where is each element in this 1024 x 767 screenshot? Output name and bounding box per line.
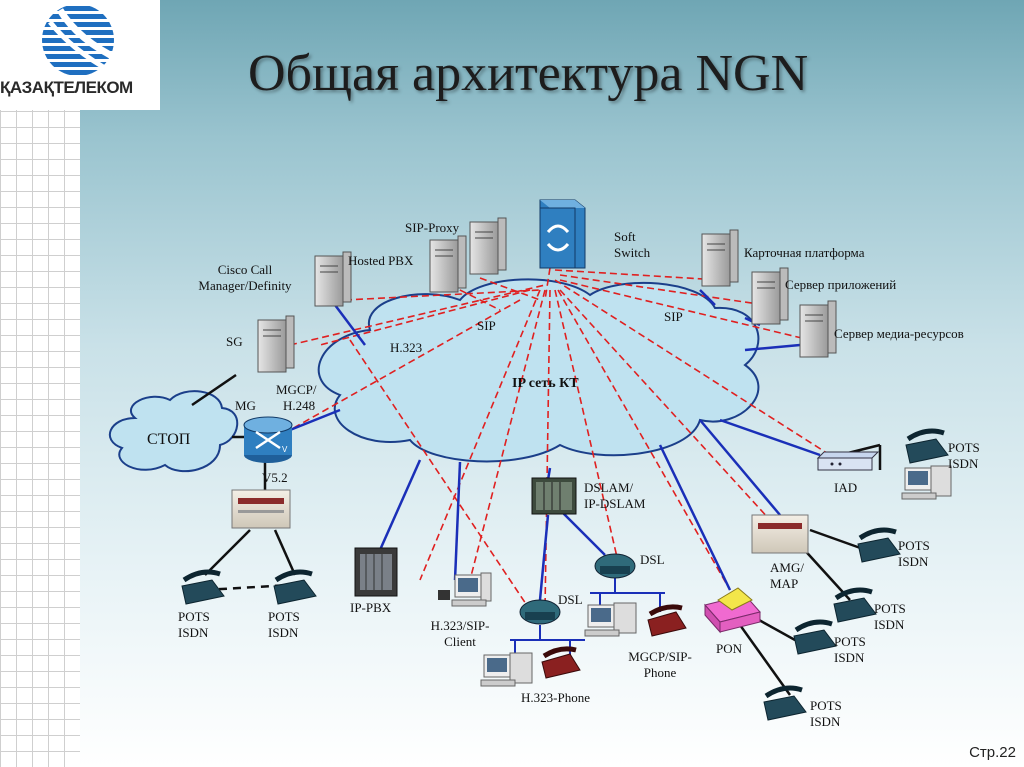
pots-isdn-e-1: POTS (810, 698, 842, 713)
dslam-label-2: IP-DSLAM (584, 496, 646, 511)
computer-icon (480, 652, 533, 687)
stop-label: СТОП (147, 431, 191, 448)
h323-phone-label: H.323-Phone (521, 690, 590, 705)
dsl-label-2: DSL (558, 592, 583, 607)
modem-icon (594, 553, 636, 579)
phone-icon (793, 619, 837, 655)
router-icon: V (243, 416, 293, 463)
phone-icon (833, 587, 877, 623)
ip-pbx-label: IP-PBX (350, 600, 392, 615)
sip-label-right: SIP (664, 309, 683, 324)
mgcp-label-1: MGCP/ (276, 382, 317, 397)
soft-switch-label-2: Switch (614, 245, 651, 260)
pots-isdn-b-2: ISDN (898, 554, 929, 569)
sg-label: SG (226, 334, 243, 349)
mgcp-phone-label-2: Phone (643, 665, 677, 680)
server-icon (469, 217, 507, 275)
page-number: Стр.22 (969, 744, 1016, 761)
mg-label: MG (235, 398, 256, 413)
sip-label-left: SIP (477, 318, 496, 333)
h323-client-label-1: H.323/SIP- (430, 618, 490, 633)
amg-label-2: MAP (770, 576, 799, 591)
computer-icon (438, 572, 492, 607)
pots-isdn-b-1: POTS (898, 538, 930, 553)
logo-text: ҚАЗАҚТЕЛЕКОМ (0, 78, 133, 97)
logo: ҚАЗАҚТЕЛЕКОМ (0, 0, 160, 110)
signaling-lines (289, 267, 831, 611)
card-platform-label: Карточная платформа (744, 245, 865, 260)
h323-client-label-2: Client (444, 634, 476, 649)
phone-icon (647, 604, 687, 637)
pots-isdn-c-2: ISDN (874, 617, 905, 632)
server-icon (429, 235, 467, 293)
pbx-icon (354, 547, 398, 597)
phone-icon (541, 646, 581, 679)
computer-icon (584, 602, 637, 637)
pots-isdn-a-2: ISDN (948, 456, 979, 471)
access-links (289, 289, 821, 601)
media-server-label: Сервер медиа-ресурсов (834, 326, 964, 341)
v52-label: V5.2 (262, 470, 288, 485)
cisco-label-1: Cisco Call (217, 262, 273, 277)
dslam-icon (531, 477, 577, 515)
server-icon (257, 315, 295, 373)
phone-icon (857, 527, 901, 563)
pon-splitter-icon (704, 587, 761, 634)
mgcp-phone-label-1: MGCP/SIP- (628, 649, 692, 664)
phone-icon (763, 685, 807, 721)
mgcp-label-2: H.248 (283, 398, 316, 413)
sip-proxy-label: SIP-Proxy (405, 220, 460, 235)
phone-icon (181, 569, 225, 605)
phone-icon (905, 428, 949, 464)
app-server-label: Сервер приложений (785, 277, 897, 292)
server-icon (701, 229, 739, 287)
svg-text:V: V (282, 445, 288, 454)
iad-label: IAD (834, 480, 858, 495)
pots-isdn-f-1: POTS (178, 609, 210, 624)
modem-icon (519, 599, 561, 625)
dsl-label-1: DSL (640, 552, 665, 567)
ip-network-cloud (317, 278, 760, 463)
stop-cloud (109, 390, 239, 473)
logo-globe-icon (42, 6, 122, 75)
computer-icon (901, 465, 952, 500)
softswitch-icon (539, 199, 586, 269)
server-icon (314, 251, 352, 307)
hosted-pbx-label: Hosted PBX (348, 253, 414, 268)
server-icon (799, 300, 837, 358)
pots-isdn-a-1: POTS (948, 440, 980, 455)
server-icon (751, 267, 789, 325)
h323-label: H.323 (390, 340, 423, 355)
grid-pattern (0, 95, 80, 767)
ip-network-label: IP сеть КТ (512, 376, 579, 391)
pon-label: PON (716, 641, 743, 656)
phone-icon (273, 569, 317, 605)
amg-label-1: AMG/ (770, 560, 804, 575)
page-title: Общая архитектура NGN (248, 45, 809, 102)
pots-isdn-e-2: ISDN (810, 714, 841, 729)
pots-isdn-g-2: ISDN (268, 625, 299, 640)
pots-isdn-d-2: ISDN (834, 650, 865, 665)
pbx-icon (231, 489, 291, 529)
iad-icon (816, 451, 880, 471)
pots-isdn-f-2: ISDN (178, 625, 209, 640)
pots-isdn-d-1: POTS (834, 634, 866, 649)
soft-switch-label-1: Soft (614, 229, 636, 244)
pots-isdn-c-1: POTS (874, 601, 906, 616)
cisco-label-2: Manager/Definity (198, 278, 292, 293)
amg-icon (751, 514, 809, 554)
pots-isdn-g-1: POTS (268, 609, 300, 624)
dslam-label-1: DSLAM/ (584, 480, 634, 495)
